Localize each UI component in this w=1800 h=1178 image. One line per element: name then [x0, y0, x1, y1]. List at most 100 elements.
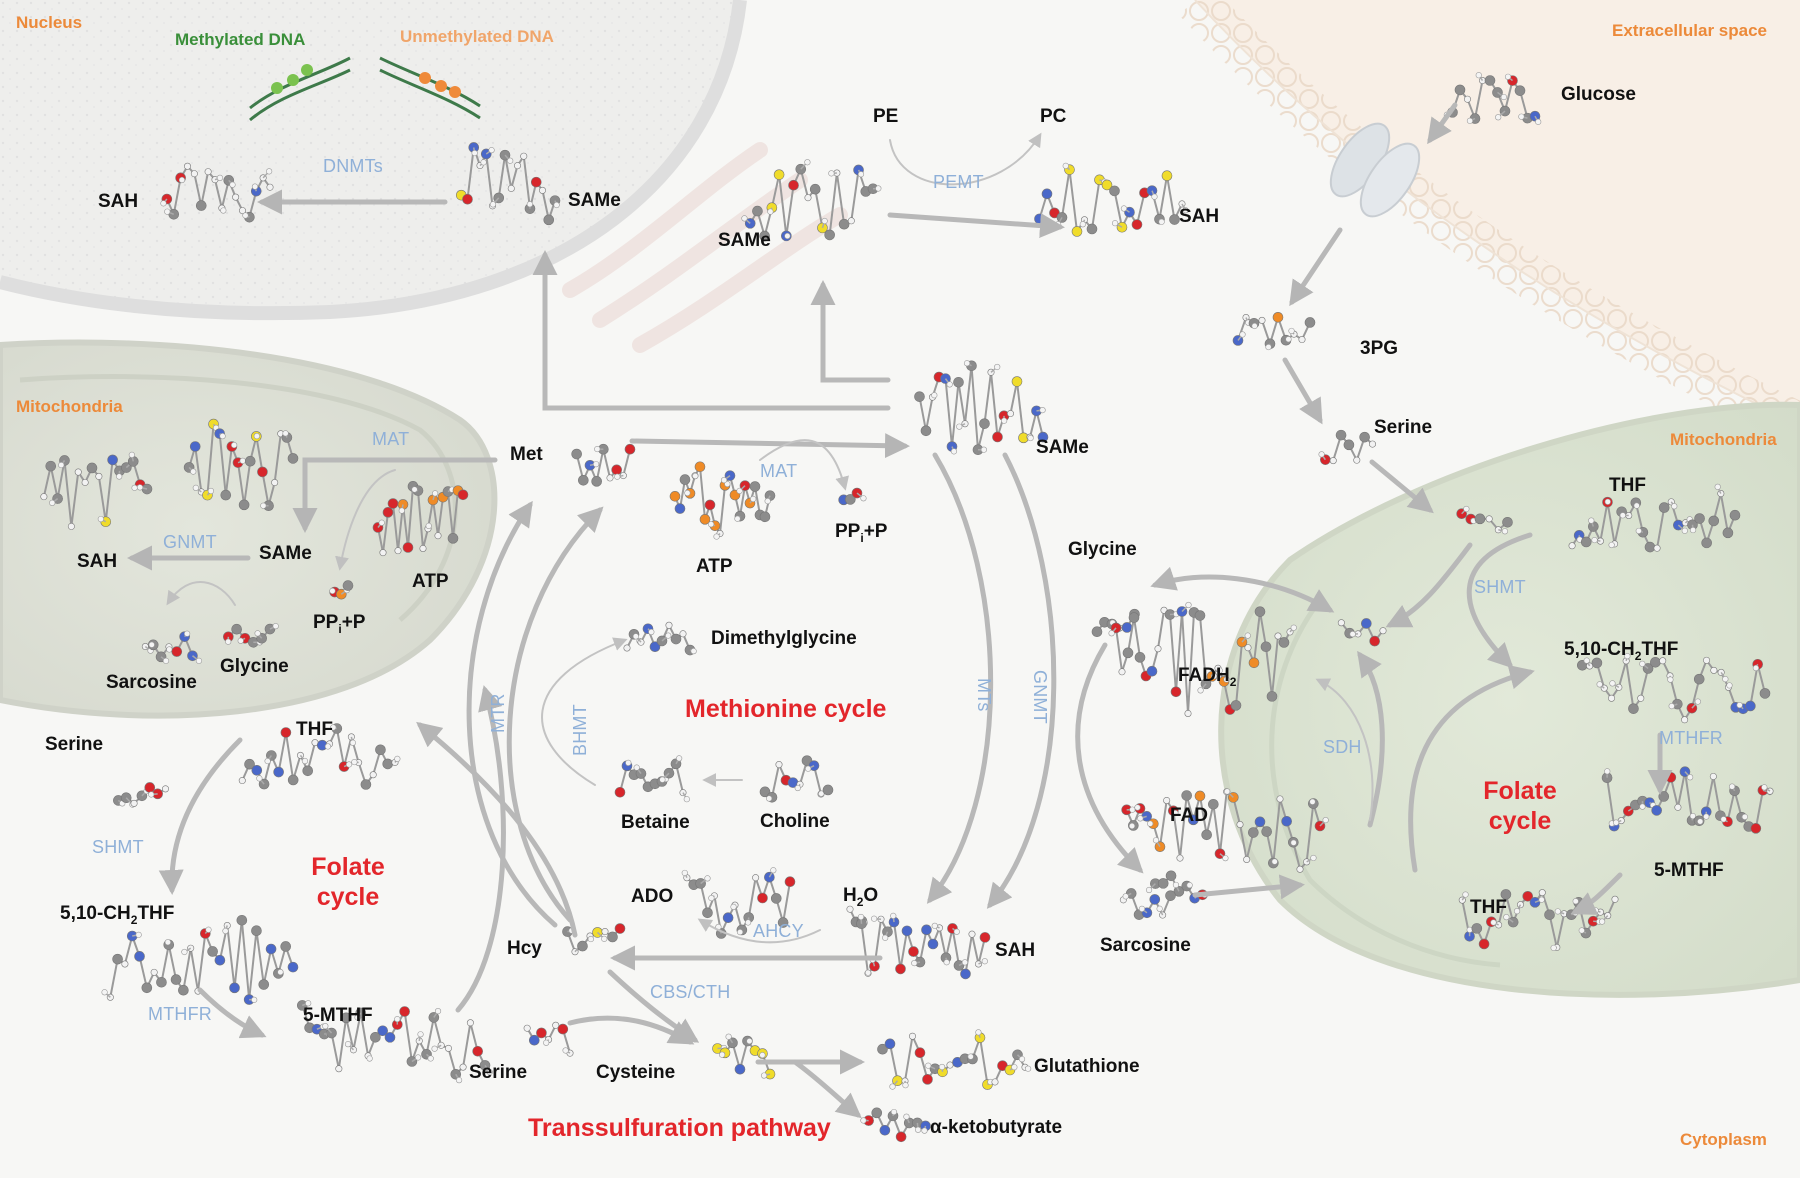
- compound-dimethylglycine: Dimethylglycine: [711, 628, 857, 649]
- ch2thf-left-suffix: THF: [137, 903, 175, 924]
- molecule-ado: [681, 867, 796, 939]
- ch2thf-right-suffix: THF: [1641, 639, 1679, 660]
- title-transsulfuration-pathway: Transsulfuration pathway: [528, 1114, 831, 1142]
- compound-choline: Choline: [760, 811, 830, 832]
- arrow-same-to-sah-gnmt: [986, 452, 1057, 909]
- compound-fadh2: FADH2: [1178, 666, 1236, 688]
- enzyme-mthfr-right: MTHFR: [1659, 728, 1723, 748]
- label-extracellular-space: Extracellular space: [1612, 21, 1767, 40]
- compound-cysteine: Cysteine: [596, 1062, 676, 1083]
- molecule-sarcosine-right: [1119, 888, 1176, 920]
- label-cytoplasm: Cytoplasm: [1680, 1130, 1767, 1149]
- arrow-serine-shmt-left: [158, 737, 243, 895]
- enzyme-mtr: MTR: [488, 693, 508, 733]
- enzyme-mts: MTs: [974, 678, 994, 712]
- enzyme-shmt-right: SHMT: [1474, 577, 1526, 597]
- molecule-glycine-right-3: [1456, 505, 1513, 535]
- ch2thf-right-sub: 2: [1634, 648, 1642, 663]
- compound-pe: PE: [873, 106, 899, 127]
- arrow-glycine-bidir: [1150, 566, 1335, 613]
- compound-3pg: 3PG: [1360, 338, 1399, 359]
- ppi-center-suffix: +P: [863, 521, 888, 542]
- compound-thf-right-bottom: THF: [1470, 897, 1507, 918]
- molecule-sah-mito: [40, 451, 153, 530]
- label-nucleus: Nucleus: [16, 13, 83, 32]
- compound-thf-left: THF: [296, 719, 333, 740]
- arrow-mthf-to-thf-right: [1570, 872, 1623, 915]
- molecule-cysteine: [712, 1033, 776, 1080]
- enzyme-ahcy: AHCY: [753, 921, 804, 941]
- enzyme-shmt-left: SHMT: [92, 837, 144, 857]
- compound-sah-nucleus: SAH: [98, 191, 139, 212]
- ppi-center-main: PP: [835, 521, 861, 542]
- compound-sah-mito: SAH: [77, 551, 118, 572]
- molecule-glutathione: [877, 1029, 1032, 1090]
- ch2thf-left-main: 5,10-CH: [60, 903, 131, 924]
- label-methylated-dna: Methylated DNA: [175, 30, 306, 49]
- compound-ch2thf-right: 5,10-CH2THF: [1564, 640, 1678, 662]
- molecule-ch2thf-right: [1577, 653, 1771, 724]
- fadh2-sub: 2: [1229, 674, 1237, 689]
- compound-fad: FAD: [1170, 805, 1208, 826]
- arrow-sarcosine-to-mito: [1192, 874, 1305, 900]
- compound-thf-right-top: THF: [1609, 475, 1646, 496]
- arrow-sdh-sub: [1315, 678, 1374, 821]
- molecule-ch2thf-left: [101, 914, 299, 1005]
- compound-5-mthf-left: 5-MTHF: [303, 1005, 373, 1026]
- enzyme-bhmt: BHMT: [570, 704, 590, 756]
- molecule-serine-bottom: [523, 1021, 574, 1057]
- label-unmethylated-dna: Unmethylated DNA: [400, 27, 554, 46]
- compound-serine-bottom: Serine: [469, 1062, 528, 1083]
- arrow-gnmt-mito-sub: [166, 581, 236, 606]
- extracellular-region: [1195, 0, 1800, 425]
- arrow-ahcy-sub: [697, 918, 821, 944]
- molecule-thf-right-top: [1568, 483, 1741, 553]
- label-mitochondria-right: Mitochondria: [1670, 430, 1777, 449]
- nuclear-envelope: [0, 0, 747, 321]
- molecule-same-nucleus: [455, 142, 561, 226]
- mitochondria-right: [1218, 401, 1800, 998]
- enzyme-gnmt-center: GNMT: [1030, 670, 1050, 724]
- compound-glutathione: Glutathione: [1034, 1056, 1140, 1077]
- arrow-thf-to-ch2thf-right: [1466, 532, 1533, 669]
- enzyme-mat-left: MAT: [372, 429, 410, 449]
- arrow-cysteine-to-ketobutyrate: [792, 1059, 862, 1119]
- arrow-bhmt: [541, 637, 628, 786]
- ppi-mito-sub: i: [338, 621, 342, 636]
- molecule-glycine-right-2: [1337, 618, 1387, 647]
- molecule-serine-left: [113, 782, 170, 808]
- compound-same-center: SAMe: [1036, 437, 1089, 458]
- molecule-fad: [1121, 788, 1329, 873]
- h2o-sub: 2: [856, 894, 864, 909]
- arrow-serine-to-cysteine: [567, 1015, 695, 1045]
- molecule-met: [571, 443, 636, 487]
- enzyme-mat-center: MAT: [760, 461, 798, 481]
- fadh2-main: FADH: [1178, 665, 1230, 686]
- folate-left-line1: Folate: [311, 853, 385, 881]
- arrow-mat-center: [759, 439, 849, 491]
- ppi-center-sub: i: [860, 530, 864, 545]
- arrow-glucose-transporter: [1427, 102, 1458, 145]
- arrow-glycine-down-sarcosine: [1075, 642, 1144, 874]
- arrow-transporter-3pg: [1289, 227, 1343, 307]
- compound-hcy: Hcy: [507, 938, 542, 959]
- molecule-same-mito: [183, 418, 299, 511]
- ppi-mito-main: PP: [313, 612, 339, 633]
- molecule-same-center: [914, 360, 1049, 456]
- compound-ado: ADO: [631, 886, 674, 907]
- molecule-ketobutyrate: [860, 1107, 931, 1143]
- h2o-suffix: O: [863, 885, 879, 906]
- molecule-dimethylglycine: [623, 621, 697, 656]
- ppi-mito-suffix: +P: [341, 612, 366, 633]
- compound-met: Met: [510, 444, 543, 465]
- mitochondria-left: [0, 339, 498, 719]
- molecule-glycine-mito: [223, 623, 279, 648]
- enzyme-sdh: SDH: [1323, 737, 1362, 757]
- molecule-serine-right: [1318, 429, 1377, 465]
- enzyme-cbs-cth: CBS/CTH: [650, 982, 731, 1002]
- methylated-dna: [249, 56, 351, 122]
- molecule-glucose: [1443, 72, 1542, 125]
- compound-alpha-ketobutyrate: α-ketobutyrate: [930, 1117, 1063, 1138]
- compound-glucose: Glucose: [1561, 84, 1636, 105]
